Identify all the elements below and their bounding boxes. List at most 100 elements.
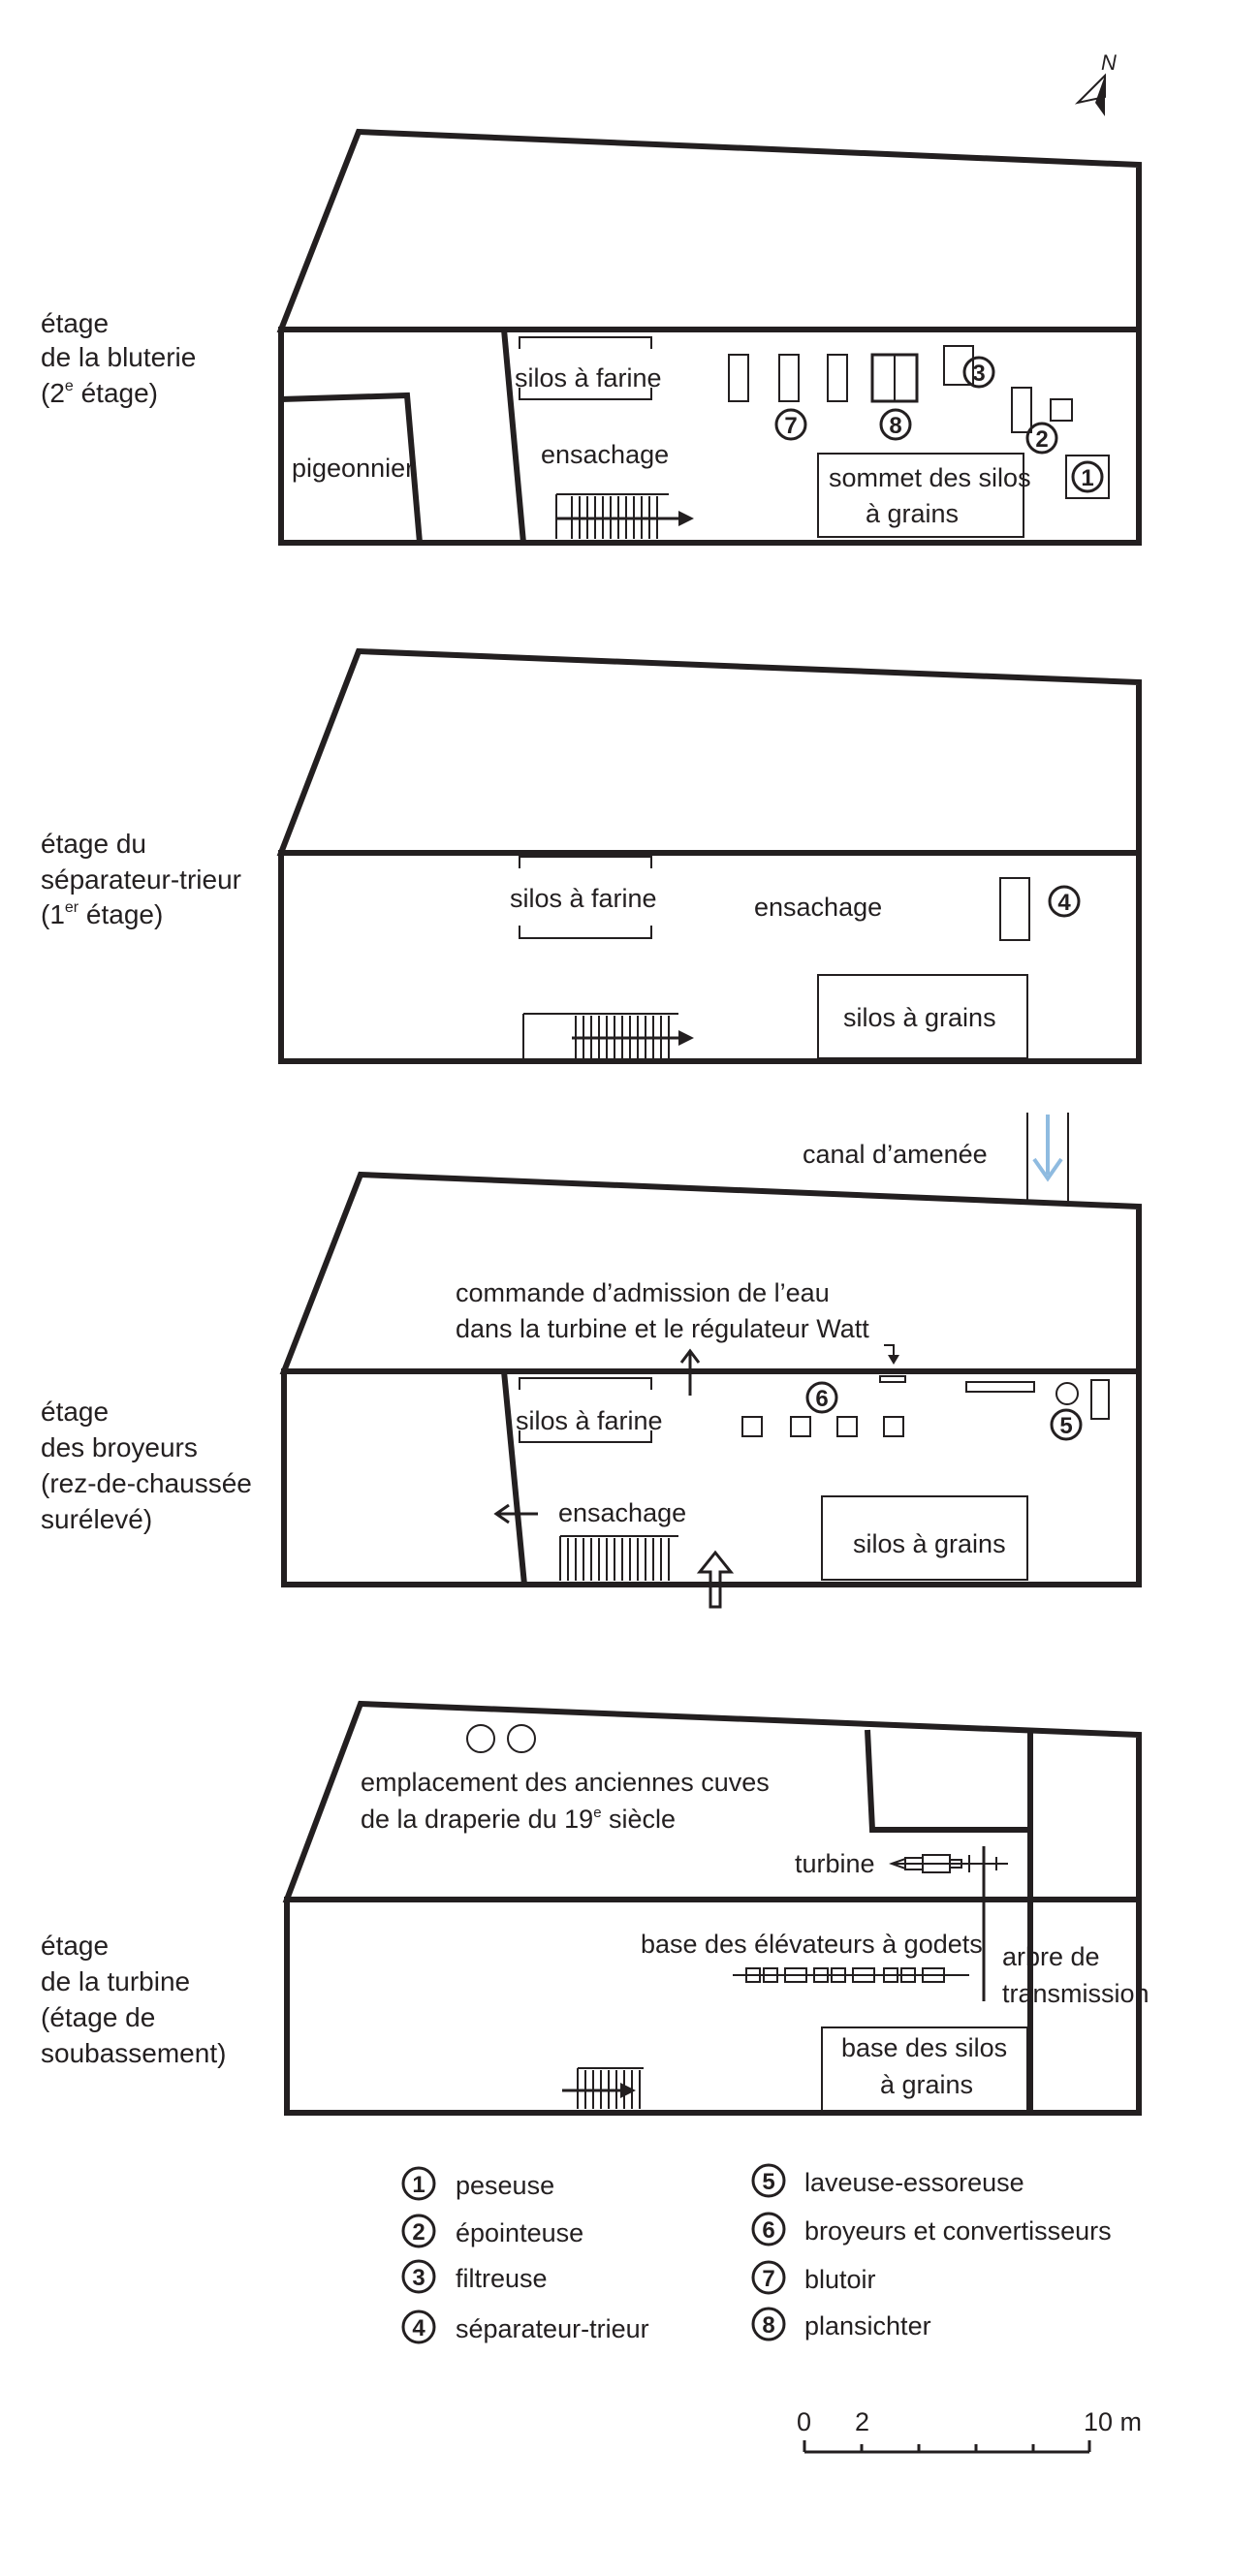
commande-label-1: commande d’admission de l’eau: [456, 1278, 830, 1307]
svg-text:(2e étage): (2e étage): [41, 378, 158, 408]
legend-item: 7 blutoir: [751, 2260, 876, 2295]
legend-item: 1 peseuse: [401, 2166, 554, 2201]
scale-bar: 0 2 10 m: [797, 2407, 1142, 2454]
legend-item: 2 épointeuse: [401, 2214, 583, 2248]
base-silos-box: [821, 2026, 1028, 2112]
separateur-box: [999, 877, 1030, 941]
svg-text:filtreuse: filtreuse: [456, 2264, 548, 2293]
silos-grains-box: [817, 974, 1028, 1059]
svg-text:séparateur-trieur: séparateur-trieur: [41, 864, 241, 895]
staircase-icon: [522, 1013, 694, 1058]
marker-5: 5: [1059, 1413, 1072, 1439]
svg-text:(étage de: (étage de: [41, 2002, 155, 2032]
svg-text:5: 5: [762, 2169, 774, 2195]
canal-amenee: canal d’amenée: [803, 1113, 1069, 1202]
floor-plan-bluterie: silos à farine ensachage pigeonnier: [276, 128, 1142, 546]
svg-text:4: 4: [412, 2315, 425, 2341]
marker-7: 7: [784, 413, 797, 439]
svg-text:7: 7: [762, 2266, 774, 2292]
sommet-silos-label-2: à grains: [866, 499, 959, 528]
svg-text:étage: étage: [41, 1397, 109, 1427]
sommet-silos-box: [817, 453, 1024, 538]
peseuse-box: [1065, 455, 1110, 499]
floor-label-broyeurs: étage des broyeurs (rez-de-chaussée suré…: [41, 1397, 252, 1534]
svg-text:des broyeurs: des broyeurs: [41, 1432, 198, 1462]
canal-label: canal d’amenée: [803, 1140, 988, 1169]
silos-farine-label: silos à farine: [510, 884, 657, 913]
base-silos-label-2: à grains: [880, 2070, 973, 2099]
water-flow-arrow-icon: [1032, 1157, 1063, 1182]
silos-grains-label: silos à grains: [843, 1003, 996, 1032]
base-silos-label-1: base des silos: [841, 2033, 1007, 2062]
staircase-icon: [555, 493, 694, 539]
silos-farine-label: silos à farine: [516, 1406, 663, 1435]
floor-plan-turbine: emplacement des anciennes cuves de la dr…: [282, 1700, 1150, 2116]
staircase-icon: [559, 1535, 678, 1581]
ensachage-label: ensachage: [541, 440, 669, 469]
svg-text:1: 1: [412, 2172, 425, 2198]
emplacement-label-1: emplacement des anciennes cuves: [361, 1768, 770, 1797]
filtreuse-box: [943, 345, 974, 386]
marker-1: 1: [1081, 465, 1093, 491]
silos-farine-label: silos à farine: [515, 363, 662, 393]
floor-label-bluterie: étage de la bluterie (2e étage): [41, 308, 196, 408]
silos-grains-box: [821, 1495, 1028, 1581]
svg-text:3: 3: [412, 2265, 425, 2291]
compass-letter: N: [1101, 50, 1117, 75]
svg-text:étage du: étage du: [41, 829, 146, 859]
legend-item: 4 séparateur-trieur: [401, 2309, 649, 2344]
floor-label-turbine: étage de la turbine (étage de soubasseme…: [41, 1931, 226, 2068]
silos-grains-label: silos à grains: [853, 1529, 1006, 1558]
svg-text:surélevé): surélevé): [41, 1504, 152, 1534]
pigeonnier-label: pigeonnier: [292, 454, 414, 483]
legend-item: 8 plansichter: [751, 2307, 931, 2341]
turbine-label: turbine: [795, 1849, 875, 1878]
floor-plan-broyeurs: silos à farine ensachage commande d’admi…: [279, 1171, 1142, 1609]
cuve-icon: [507, 1724, 536, 1753]
turbine-icon: [889, 1854, 1008, 1873]
ensachage-label: ensachage: [754, 893, 882, 922]
svg-text:étage: étage: [41, 1931, 109, 1961]
marker-8: 8: [889, 413, 901, 439]
svg-text:blutoir: blutoir: [804, 2265, 876, 2294]
arbre-label-1: arbre de: [1002, 1942, 1100, 1971]
commande-label-2: dans la turbine et le régulateur Watt: [456, 1314, 869, 1343]
svg-text:(rez-de-chaussée: (rez-de-chaussée: [41, 1468, 252, 1498]
machine-box: [1050, 398, 1073, 422]
svg-text:de la bluterie: de la bluterie: [41, 342, 196, 372]
svg-text:de la draperie du 19e siècle: de la draperie du 19e siècle: [361, 1805, 676, 1834]
entrance-arrow-icon: [696, 1550, 735, 1609]
machine-box: [827, 354, 848, 402]
floor-plan-separateur: silos à farine ensachage 4 silos à grain…: [276, 647, 1142, 1064]
legend: 1 peseuse 2 épointeuse 3 filtreuse 4 sép…: [401, 2163, 1112, 2344]
legend-item: 6 broyeurs et convertisseurs: [751, 2212, 1112, 2246]
marker-3: 3: [972, 361, 985, 387]
arbre-label-2: transmission: [1002, 1979, 1150, 2008]
scale-label-0: 0: [797, 2407, 811, 2436]
marker-4: 4: [1057, 890, 1071, 916]
cuve-icon: [466, 1724, 495, 1753]
svg-text:laveuse-essoreuse: laveuse-essoreuse: [804, 2168, 1024, 2197]
svg-text:de la turbine: de la turbine: [41, 1966, 190, 1996]
legend-item: 5 laveuse-essoreuse: [751, 2163, 1024, 2198]
svg-text:plansichter: plansichter: [804, 2311, 931, 2340]
svg-text:(1er étage): (1er étage): [41, 899, 163, 929]
epointeuse-box: [1011, 387, 1032, 433]
marker-2: 2: [1035, 426, 1048, 453]
svg-text:soubassement): soubassement): [41, 2038, 226, 2068]
legend-item: 3 filtreuse: [401, 2259, 548, 2294]
ensachage-label: ensachage: [558, 1498, 686, 1527]
elevateurs-label: base des élévateurs à godets: [641, 1930, 983, 1959]
elevateur-chain-icon: [733, 1967, 969, 1983]
svg-text:2: 2: [412, 2219, 425, 2246]
svg-text:épointeuse: épointeuse: [456, 2218, 583, 2247]
svg-text:étage: étage: [41, 308, 109, 338]
svg-text:6: 6: [762, 2217, 774, 2244]
svg-text:peseuse: peseuse: [456, 2171, 554, 2200]
machine-box: [778, 354, 800, 402]
svg-text:séparateur-trieur: séparateur-trieur: [456, 2314, 649, 2343]
scale-label-10: 10 m: [1084, 2407, 1142, 2436]
staircase-icon: [562, 2067, 644, 2109]
svg-text:broyeurs et convertisseurs: broyeurs et convertisseurs: [804, 2216, 1112, 2246]
